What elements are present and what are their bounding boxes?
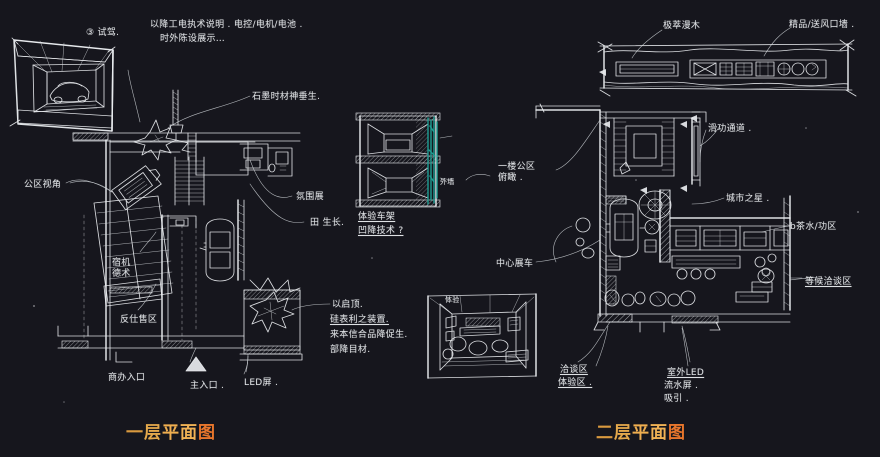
annotation-growth: 田 生长.	[310, 218, 345, 228]
title-f1-char-0: 一	[126, 423, 144, 443]
annotation-center-display-car: 中心展车	[496, 259, 534, 269]
annotation-sliding-corridor: 滑功通道 .	[708, 124, 752, 134]
annotation-display-exhibit: 时外陈设展示…	[160, 34, 226, 44]
annotation-composite-material: 来本信合品降促生.	[330, 330, 408, 340]
car-plan-floor1	[199, 218, 235, 282]
scatter-dots	[33, 127, 859, 403]
annotation-experience-zone: 体验区 .	[558, 378, 593, 388]
annotation-test-drive: ③ 试驾.	[86, 28, 120, 38]
annotation-boutique-air-wall: 精品/送风口墙 .	[789, 20, 855, 30]
title-f2-char-3: 面	[650, 423, 668, 443]
annotation-silicon-device: 硅表利之装置.	[330, 315, 389, 325]
title-floor-plan-first: 一层平面图	[126, 418, 216, 443]
annotation-city-star: 城市之星 .	[726, 194, 770, 204]
leader-lines-right	[465, 27, 803, 367]
annotation-negotiation-zone: 洽谈区	[560, 365, 588, 375]
annotation-atmosphere-exhibit: 氛围展	[296, 192, 324, 202]
annotation-office-entrance: 商办入口	[108, 373, 146, 383]
annotation-attraction: 吸引 .	[664, 394, 689, 404]
annotation-host-machine: 宿机 德术	[112, 258, 131, 280]
title-floor-plan-second: 二层平面图	[596, 418, 686, 443]
small-tower-sketch	[169, 89, 184, 141]
city-star-installation	[638, 190, 672, 220]
title-f1-char-3: 面	[180, 423, 198, 443]
title-f1-char-4: 图	[198, 423, 216, 443]
leader-lines-left	[65, 69, 331, 373]
title-f2-char-0: 二	[596, 423, 614, 443]
title-f2-char-4: 图	[668, 423, 686, 443]
elevation-strip-top-right	[597, 39, 857, 97]
annotation-first-floor-overlook: 一楼公区 俯瞰 .	[498, 162, 536, 184]
title-f2-char-2: 平	[632, 423, 650, 443]
annotation-led-screen: LED屏 .	[244, 378, 279, 388]
annotation-exterior-wall: 外墙	[440, 178, 455, 186]
annotation-lifting-tech: 凹降技术 ?	[358, 226, 404, 236]
annotation-aftersales-zone: 反仕售区	[120, 315, 158, 325]
section-center-drawing	[355, 112, 453, 208]
perspective-showroom-top-left	[9, 37, 116, 132]
annotation-flowing-screen: 流水屏 .	[664, 381, 699, 391]
title-f2-char-1: 层	[614, 423, 632, 443]
annotation-graphite-material: 石墨时材神垂生.	[252, 92, 321, 102]
annotation-lift-material: 部降目材.	[330, 345, 371, 355]
annotation-tea-zone: b茶水/功区	[790, 222, 837, 232]
perspective-lounge-bottom	[427, 293, 537, 379]
annotation-ceiling: 以启顶.	[332, 300, 364, 310]
floor-plan-first	[57, 119, 303, 375]
annotation-waiting-negotiation-zone: 等候洽谈区	[805, 277, 852, 287]
annotation-experience-rack: 体验车架	[358, 212, 396, 222]
annotation-extract-wood: 极萃漫木	[663, 21, 701, 31]
annotation-experience: 体验	[445, 296, 460, 304]
annotation-main-entrance: 主入口 .	[190, 381, 225, 391]
annotation-electric-tech: 以降工电执术说明 . 电控/电机/电池 .	[150, 20, 303, 30]
title-f1-char-2: 平	[162, 423, 180, 443]
floor-plan-second	[535, 103, 819, 363]
annotation-public-viewpoint: 公区视角	[24, 180, 62, 190]
annotation-outdoor-led: 室外LED	[667, 368, 705, 378]
title-f1-char-1: 层	[144, 423, 162, 443]
